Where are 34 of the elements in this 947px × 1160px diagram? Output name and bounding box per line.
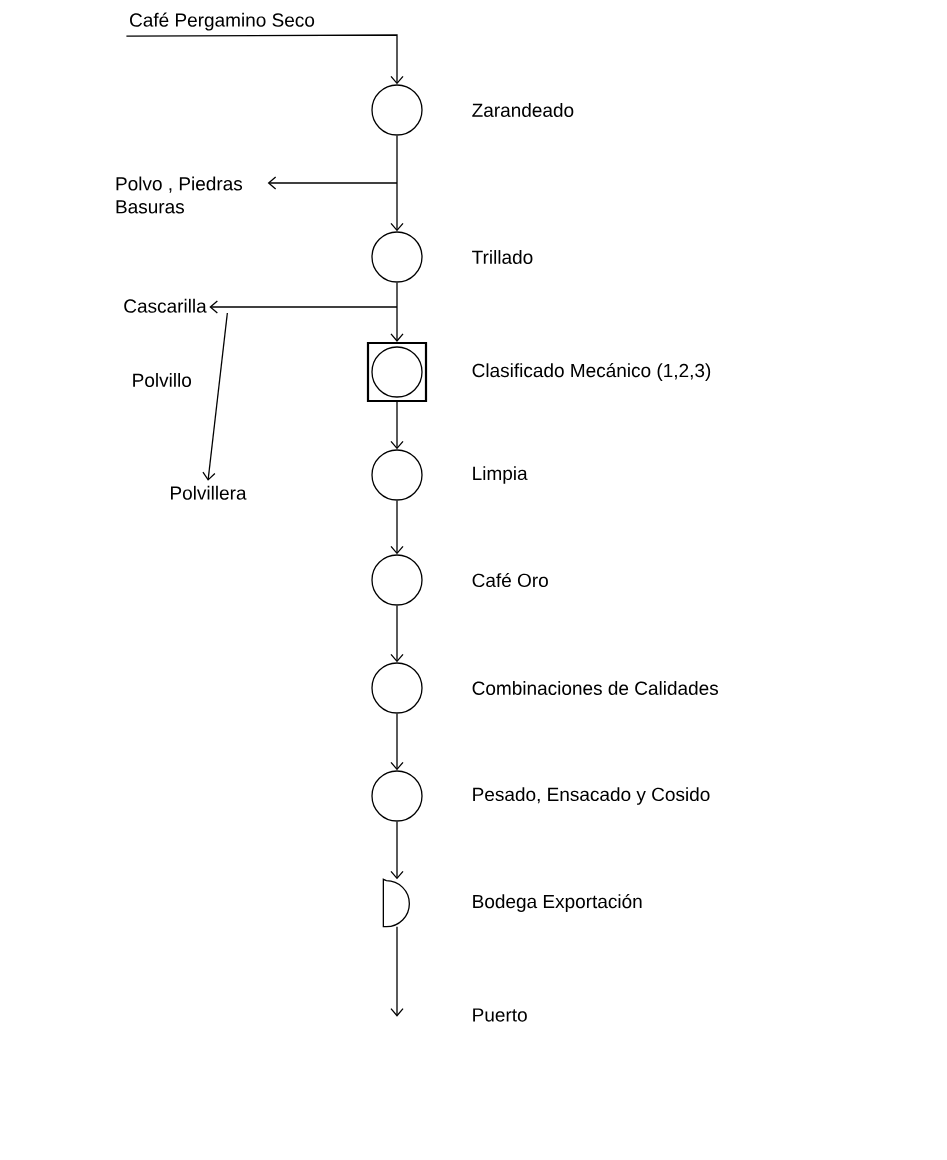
step-label: Trillado bbox=[472, 250, 533, 264]
arrow bbox=[390, 282, 404, 342]
arrow bbox=[390, 605, 404, 663]
operation-circle bbox=[371, 84, 423, 136]
step-label: Bodega Exportación bbox=[473, 894, 642, 912]
storage-symbol bbox=[382, 878, 410, 928]
arrow bbox=[267, 176, 398, 190]
flow-text: Polvo , Piedras Basuras bbox=[116, 176, 243, 214]
operation-circle bbox=[371, 662, 423, 714]
edge-label: Polvillo bbox=[133, 373, 192, 387]
operation-circle bbox=[371, 554, 423, 606]
step-label: Café Oro bbox=[472, 572, 548, 588]
flow-text: Café Pergamino Seco bbox=[130, 12, 315, 31]
operation-circle bbox=[371, 231, 423, 283]
flow-text: Cascarilla bbox=[124, 298, 207, 313]
arrow bbox=[125, 34, 404, 85]
edge-label: Puerto bbox=[473, 1008, 527, 1022]
step-label: Combinaciones de Calidades bbox=[472, 681, 719, 695]
arrow bbox=[202, 312, 228, 481]
step-label: Limpia bbox=[473, 466, 528, 484]
arrow bbox=[390, 401, 404, 450]
arrow bbox=[390, 135, 404, 232]
arrow bbox=[390, 713, 404, 771]
arrow bbox=[209, 300, 398, 314]
inspection-square bbox=[366, 341, 428, 403]
step-label: Clasificado Mecánico (1,2,3) bbox=[472, 363, 711, 381]
arrow bbox=[390, 500, 404, 555]
arrow bbox=[390, 821, 404, 880]
step-label: Zarandeado bbox=[472, 103, 574, 117]
flow-text: Polvillera bbox=[171, 485, 247, 500]
arrow bbox=[390, 926, 404, 1017]
operation-circle bbox=[371, 770, 423, 822]
step-label: Pesado, Ensacado y Cosido bbox=[473, 787, 710, 805]
operation-circle bbox=[371, 449, 423, 501]
